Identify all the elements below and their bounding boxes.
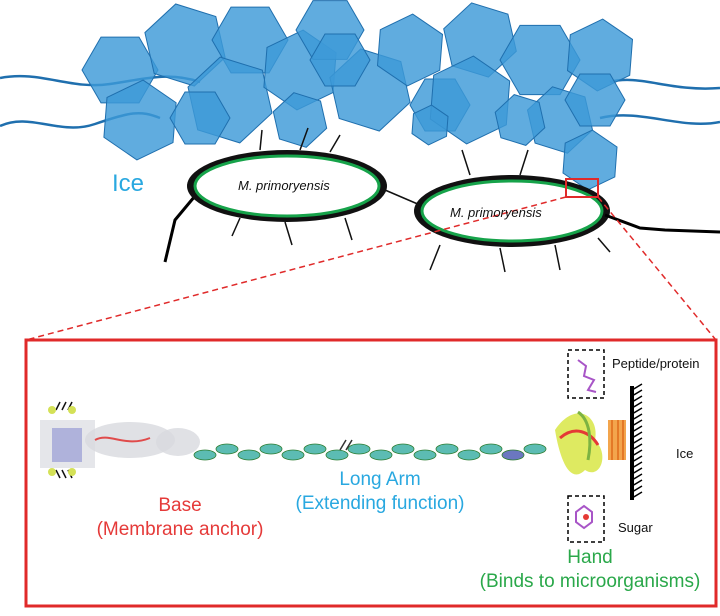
base-title: Base: [158, 495, 202, 516]
hand-label: Hand (Binds to microorganisms): [460, 546, 720, 594]
ice-wall: [630, 383, 643, 500]
hand-domain-graphic: [555, 410, 626, 475]
water-line-right-bottom: [599, 114, 720, 126]
arm-domain: [193, 449, 217, 461]
ice-crystal: [429, 55, 511, 145]
arm-title: Long Arm: [339, 469, 421, 490]
water-line-right-top: [609, 78, 720, 90]
ice-crystal: [272, 92, 328, 148]
cell-label-left: M. primoryensis: [238, 178, 330, 193]
long-arm-chain: [193, 443, 547, 461]
arm-domain: [281, 449, 305, 461]
arm-domain: [501, 449, 525, 461]
arm-domain: [325, 449, 349, 461]
ice-crystal: [411, 104, 449, 146]
arm-domain: [259, 443, 283, 455]
arm-domain: [435, 443, 459, 455]
arm-subtitle: (Extending function): [295, 493, 465, 514]
ice-crystal: [103, 79, 177, 161]
ice-crystal: [376, 13, 444, 87]
base-label: Base (Membrane anchor): [60, 494, 300, 542]
sugar-ligand-box: [567, 495, 605, 543]
arm-domain: [523, 443, 547, 455]
peptide-label: Peptide/protein: [612, 356, 700, 371]
arm-domain: [303, 443, 327, 455]
hand-title: Hand: [567, 547, 613, 568]
arm-domain: [237, 449, 261, 461]
cell-label-right: M. primoryensis: [450, 205, 542, 220]
ice-crystal: [169, 91, 231, 145]
detail-frame: [24, 338, 718, 608]
sugar-label: Sugar: [618, 520, 653, 535]
peptide-ligand-box: [567, 349, 605, 399]
sugar-ligand: [575, 504, 593, 530]
base-subtitle: (Membrane anchor): [96, 519, 264, 540]
arm-domain: [413, 449, 437, 461]
ice-crystal: [309, 33, 371, 87]
arm-domain: [347, 443, 371, 455]
arm-domain: [215, 443, 239, 455]
arm-domain: [391, 443, 415, 455]
ice-crystal: [564, 73, 626, 127]
peptide-ligand: [577, 359, 597, 393]
arm-domain: [479, 443, 503, 455]
ice-label: Ice: [112, 170, 145, 197]
ice-crystal-cluster: [81, 0, 634, 191]
hand-subtitle: (Binds to microorganisms): [479, 571, 701, 592]
arm-label: Long Arm (Extending function): [240, 468, 520, 516]
membrane-anchor-graphic: [40, 401, 200, 479]
ice-surface-label: Ice: [676, 446, 694, 461]
zoom-line-left: [25, 196, 567, 341]
arm-domain: [457, 449, 481, 461]
zoom-highlight-box: [565, 178, 599, 198]
sugar-dot: [583, 514, 589, 520]
ice-crystal: [494, 94, 546, 146]
arm-break-mark: [339, 439, 353, 451]
zoom-line-right: [597, 196, 717, 341]
bacterium-left: [163, 127, 421, 263]
arm-domain: [369, 449, 393, 461]
